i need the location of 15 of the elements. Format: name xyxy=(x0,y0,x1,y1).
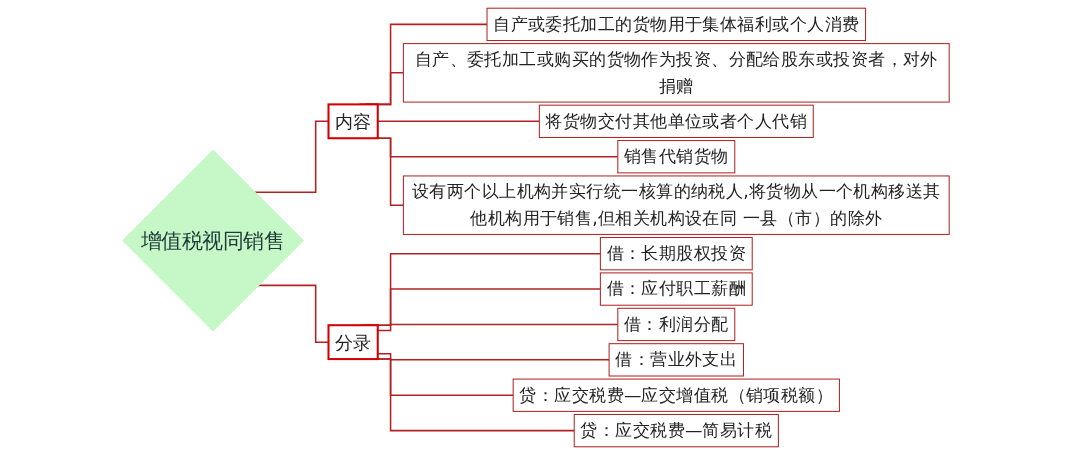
node-box: 内容 xyxy=(327,103,379,140)
node-box: 设有两个以上机构并实行统一核算的纳税人,将货物从一个机构移送其他机构用于销售,但相关机构设在同 一县（市）的除外 xyxy=(402,175,950,235)
node-box: 贷：应交税费—应交增值税（销项税额） xyxy=(512,378,840,412)
node-box: 借：应付职工薪酬 xyxy=(599,272,753,306)
node-box: 分录 xyxy=(327,324,379,361)
node-box: 借：利润分配 xyxy=(617,307,736,342)
connector xyxy=(377,353,610,361)
node-box: 自产、委托加工或购买的货物作为投资、分配给股东或投资者，对外捐赠 xyxy=(402,43,950,103)
node-diamond: 增值税视同销售 xyxy=(122,149,305,332)
node-box: 自产或委托加工的货物用于集体福利或个人消费 xyxy=(486,7,867,42)
node-box: 销售代销货物 xyxy=(617,140,736,174)
node-box: 借：营业外支出 xyxy=(608,343,744,377)
node-box: 借：长期股权投资 xyxy=(599,237,753,271)
node-box: 贷：应交税费—简易计税 xyxy=(573,413,779,448)
node-box: 将货物交付其他单位或者个人代销 xyxy=(538,104,814,138)
